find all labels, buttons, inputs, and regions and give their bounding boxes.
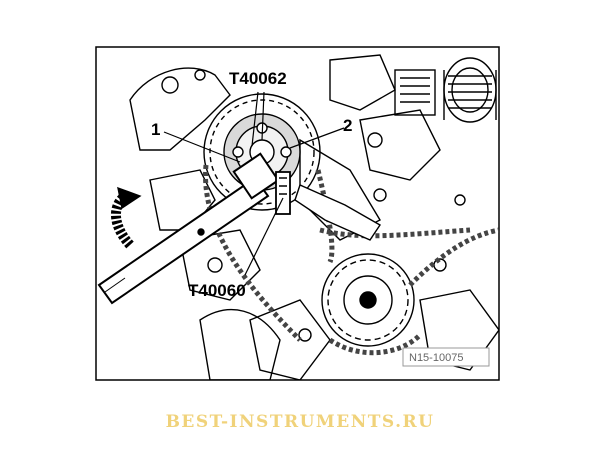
timing-chain <box>203 164 499 356</box>
callout-tool-t40060: T40060 <box>188 281 246 300</box>
figure-id: N15-10075 <box>409 352 463 364</box>
chain-guide <box>294 184 381 241</box>
lower-housing-outline <box>199 308 281 380</box>
callout-tool-t40062: T40062 <box>229 69 287 88</box>
valve-spring-assembly <box>394 57 497 123</box>
crankshaft-sprocket <box>321 253 415 347</box>
callout-item-1: 1 <box>151 120 160 139</box>
figure-id-box <box>402 347 490 367</box>
counterhold-wrench <box>97 152 280 305</box>
leader-lines <box>163 91 345 276</box>
rotation-direction-arrow <box>110 186 142 249</box>
watermark: BEST-INSTRUMENTS.RU <box>166 412 435 432</box>
locking-pin-tool <box>275 171 291 215</box>
callout-item-2: 2 <box>343 116 352 135</box>
illustration-frame <box>95 46 500 381</box>
